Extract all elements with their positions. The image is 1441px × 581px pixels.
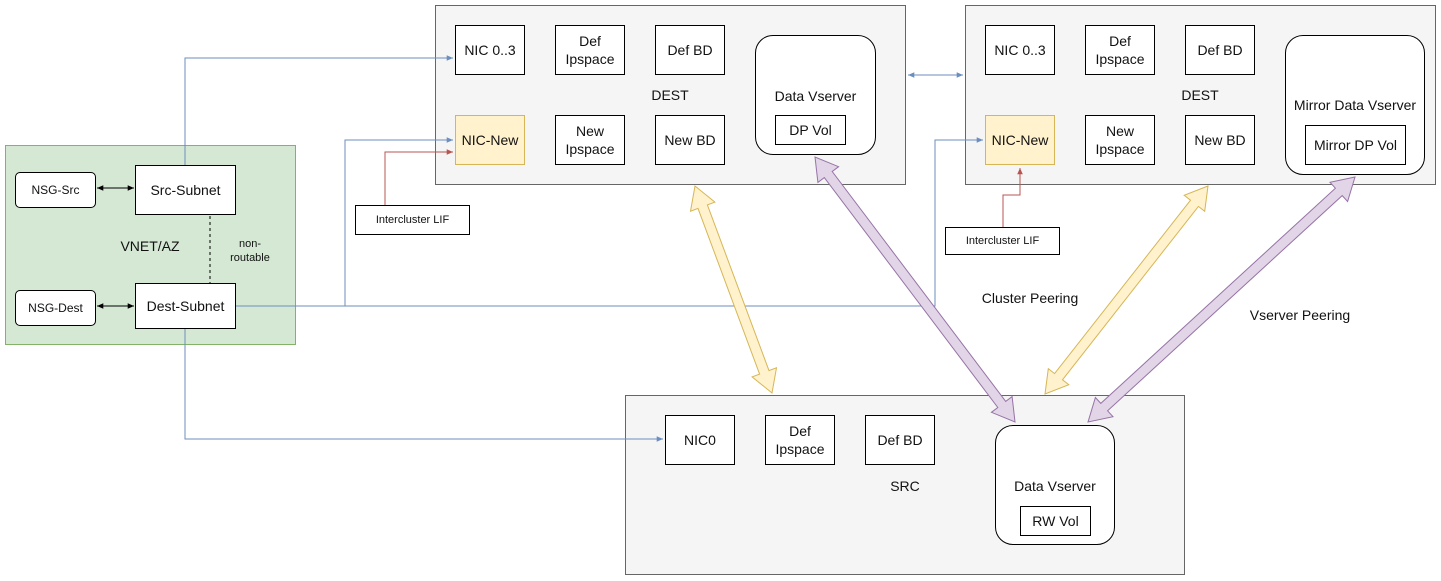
dest1-lif-box: Intercluster LIF — [355, 205, 470, 235]
vnet-label: VNET/AZ — [120, 238, 180, 254]
dest-subnet-to-nic-new-1-line — [236, 137, 453, 307]
dest1-label: DEST — [651, 87, 689, 103]
lif-2-line — [1002, 168, 1023, 227]
src-subnet-to-nic-line — [184, 55, 453, 165]
dest2-vserver-label: Mirror Data Vserver — [1293, 97, 1417, 113]
src-vol-box: RW Vol — [1020, 506, 1091, 536]
nsg-dest-box: NSG-Dest — [15, 290, 96, 326]
dest1-nic-box: NIC 0..3 — [455, 25, 525, 75]
dest1-def-ipspace-box: Def Ipspace — [555, 25, 625, 75]
cluster-peering-label: Cluster Peering — [981, 290, 1079, 306]
dest1-new-ipspace-label: New Ipspace — [565, 123, 615, 157]
nsg-src-box: NSG-Src — [15, 172, 96, 208]
dest2-def-bd-label: Def BD — [1197, 42, 1243, 58]
src-nic-box: NIC0 — [665, 415, 735, 465]
src-label: SRC — [890, 478, 920, 494]
src-def-bd-box: Def BD — [865, 415, 935, 465]
vserver-peering-label: Vserver Peering — [1249, 307, 1351, 323]
dest1-def-ipspace-label: Def Ipspace — [565, 33, 615, 67]
dest1-vol-box: DP Vol — [775, 115, 846, 145]
dest1-vol-label: DP Vol — [789, 122, 832, 138]
src-def-ipspace-label: Def Ipspace — [775, 423, 825, 457]
lif-1-line — [384, 149, 453, 205]
dest2-nic-new-label: NIC-New — [991, 132, 1049, 148]
dest2-vol-box: Mirror DP Vol — [1305, 125, 1406, 165]
dest-subnet-to-nic0-line — [184, 329, 663, 442]
dest2-label: DEST — [1181, 87, 1219, 103]
src-subnet-box: Src-Subnet — [135, 165, 236, 215]
dest2-lif-box: Intercluster LIF — [945, 227, 1060, 255]
dest2-def-bd-box: Def BD — [1185, 25, 1255, 75]
vserver-peering-arrow-1 — [814, 156, 1016, 423]
dest1-nic-new-label: NIC-New — [461, 132, 519, 148]
dest2-new-bd-box: New BD — [1185, 115, 1255, 165]
dest2-nic-box: NIC 0..3 — [985, 25, 1055, 75]
dest1-def-bd-box: Def BD — [655, 25, 725, 75]
dest2-def-ipspace-label: Def Ipspace — [1095, 33, 1145, 67]
dest1-new-bd-label: New BD — [664, 132, 716, 148]
dest1-vserver-label: Data Vserver — [774, 88, 857, 104]
dest2-new-bd-label: New BD — [1194, 132, 1246, 148]
dest2-new-ipspace-label: New Ipspace — [1095, 123, 1145, 157]
dest-subnet-box: Dest-Subnet — [135, 283, 236, 329]
dest-subnet-label: Dest-Subnet — [146, 298, 225, 314]
dest1-nic-label: NIC 0..3 — [464, 42, 516, 58]
dest1-nic-new-box: NIC-New — [455, 115, 525, 165]
dest2-new-ipspace-box: New Ipspace — [1085, 115, 1155, 165]
dest1-def-bd-label: Def BD — [667, 42, 713, 58]
vserver-peering-arrow-2 — [1087, 176, 1356, 423]
src-def-ipspace-box: Def Ipspace — [765, 415, 835, 465]
dest1-new-bd-box: New BD — [655, 115, 725, 165]
dest2-def-ipspace-box: Def Ipspace — [1085, 25, 1155, 75]
dest1-lif-label: Intercluster LIF — [375, 214, 450, 226]
dest-subnet-to-nic-new-2-line — [345, 137, 983, 307]
non-routable-label: non- routable — [230, 238, 270, 264]
src-subnet-label: Src-Subnet — [150, 182, 221, 198]
dest2-nic-label: NIC 0..3 — [994, 42, 1046, 58]
src-nic-label: NIC0 — [684, 432, 716, 448]
cluster-peering-arrow-2 — [1044, 185, 1209, 395]
src-vol-label: RW Vol — [1032, 513, 1079, 529]
nsg-src-label: NSG-Src — [31, 183, 80, 197]
src-def-bd-label: Def BD — [877, 432, 923, 448]
dest2-lif-label: Intercluster LIF — [965, 235, 1040, 247]
dest1-new-ipspace-box: New Ipspace — [555, 115, 625, 165]
cluster-peering-arrow-1 — [689, 185, 778, 394]
src-vserver-label: Data Vserver — [1014, 478, 1096, 494]
dest2-nic-new-box: NIC-New — [985, 115, 1055, 165]
nsg-dest-label: NSG-Dest — [28, 301, 83, 315]
dest2-vol-label: Mirror DP Vol — [1314, 137, 1397, 153]
